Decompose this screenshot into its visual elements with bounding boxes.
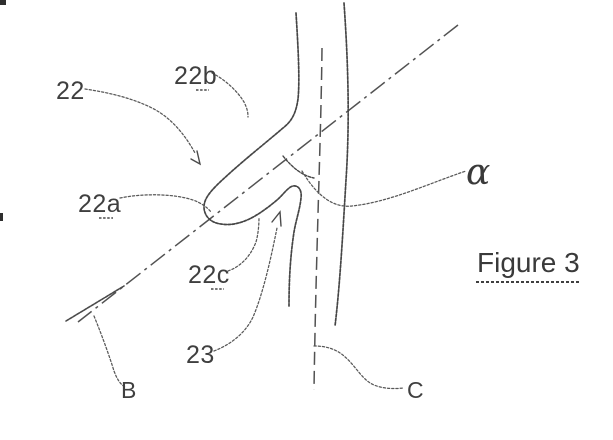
scan-speck-edge [0,213,3,221]
label-23: 23 [186,341,215,369]
figure-caption: Figure 3 [477,247,580,278]
leader-22-arrowhead [190,150,202,166]
angle-alpha-arc [282,155,315,179]
leader-22a [119,194,212,213]
strip-right-edge [334,2,350,327]
label-22b: 22b [174,62,217,90]
leader-22b [211,72,249,118]
label-22c: 22c [188,261,230,289]
leader-22 [84,88,196,154]
label-22: 22 [56,77,85,105]
scan-speck-corner [0,0,6,5]
leader-23-arrowhead [271,210,282,227]
label-axis-c: C [407,377,424,403]
leader-alpha [301,170,467,207]
label-alpha: α [466,152,490,193]
leader-c [313,345,404,390]
axis-c-centerline [313,47,323,391]
label-axis-b: B [121,377,136,403]
leader-b [93,315,126,388]
leader-23-arrow [213,227,278,352]
hook-outline [203,12,303,307]
axis-b-end-tick [65,285,125,322]
label-22a: 22a [78,190,121,218]
axis-b-centerline [77,24,459,323]
leader-22c [227,216,260,272]
